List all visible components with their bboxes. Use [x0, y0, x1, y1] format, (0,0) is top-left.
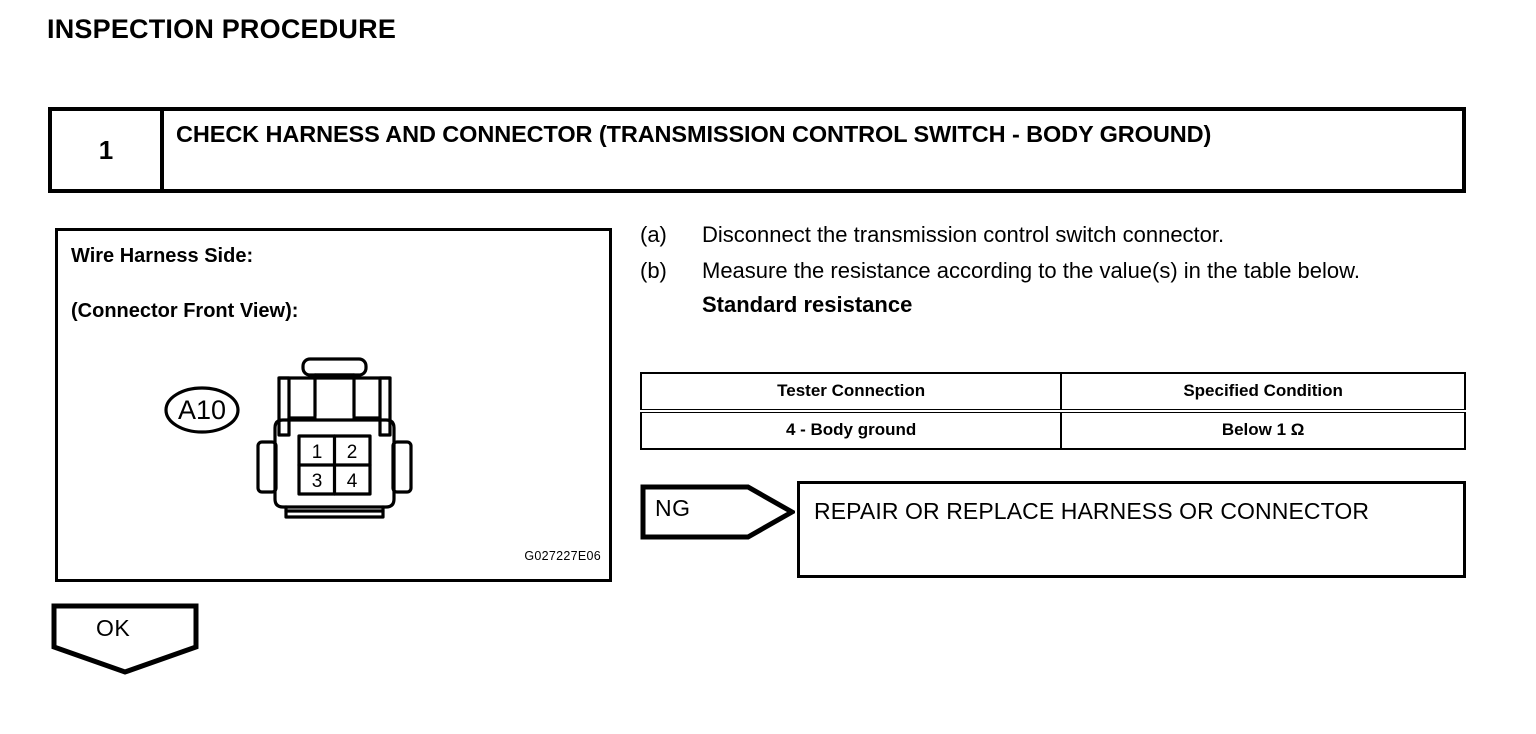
connector-code-label: A10 — [178, 395, 226, 425]
table-header-specified-condition: Specified Condition — [1060, 372, 1466, 413]
figure-caption-wire-harness-side: Wire Harness Side: — [71, 245, 254, 267]
connector-code-oval — [164, 386, 240, 434]
figure-id-label: G027227E06 — [524, 549, 601, 563]
terminal-number-4: 4 — [347, 471, 358, 492]
ng-result-box: REPAIR OR REPLACE HARNESS OR CONNECTOR — [797, 481, 1466, 578]
procedure-item-a: (a) Disconnect the transmission control … — [640, 217, 1470, 253]
table-header-row: Tester Connection Specified Condition — [639, 372, 1466, 413]
step-header-bar: 1 CHECK HARNESS AND CONNECTOR (TRANSMISS… — [48, 107, 1466, 193]
table-cell-tester-connection: 4 - Body ground — [639, 410, 1063, 450]
standard-resistance-table: Tester Connection Specified Condition 4 … — [639, 372, 1466, 450]
ng-arrow-shape — [640, 484, 795, 540]
procedure-marker-a: (a) — [640, 222, 667, 247]
step-number: 1 — [52, 111, 164, 189]
page-title: INSPECTION PROCEDURE — [47, 14, 397, 44]
procedure-text-a: Disconnect the transmission control swit… — [702, 222, 1225, 247]
figure-caption-connector-front-view: (Connector Front View): — [71, 300, 299, 322]
terminal-number-1: 1 — [312, 442, 323, 463]
procedure-item-b: (b) Measure the resistance according to … — [640, 253, 1470, 289]
figure-panel: Wire Harness Side: (Connector Front View… — [55, 228, 612, 582]
standard-resistance-label: Standard resistance — [702, 292, 913, 318]
connector-diagram: A10 1 2 3 4 — [158, 356, 508, 521]
procedure-list: (a) Disconnect the transmission control … — [640, 217, 1470, 321]
procedure-marker-b: (b) — [640, 257, 667, 283]
ok-arrow-shape — [51, 603, 199, 675]
table-row: 4 - Body ground Below 1 Ω — [639, 410, 1466, 450]
terminal-number-3: 3 — [312, 471, 323, 492]
step-title: CHECK HARNESS AND CONNECTOR (TRANSMISSIO… — [176, 121, 1212, 147]
procedure-text-b: Measure the resistance according to the … — [702, 257, 1360, 283]
ok-branch-label: OK — [96, 615, 131, 641]
ng-branch-label: NG — [655, 495, 691, 521]
table-header-tester-connection: Tester Connection — [639, 372, 1063, 413]
terminal-number-2: 2 — [347, 442, 358, 463]
table-cell-specified-condition: Below 1 Ω — [1060, 410, 1466, 450]
